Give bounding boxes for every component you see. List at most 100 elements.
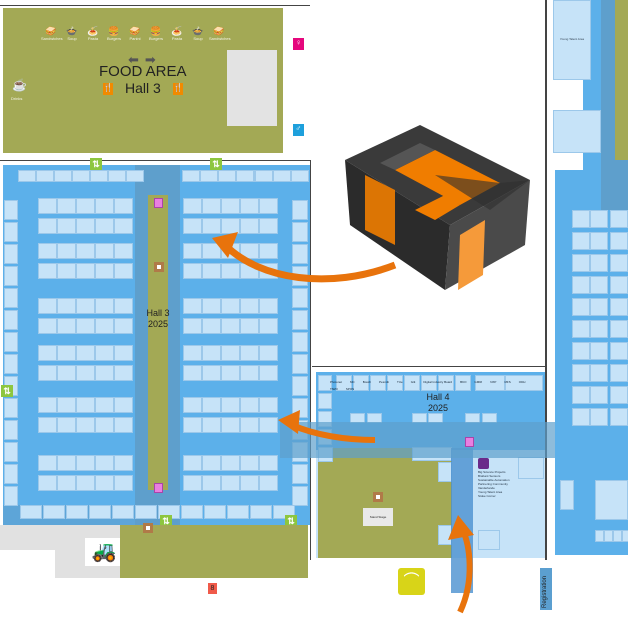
booth[interactable] bbox=[572, 254, 590, 272]
booth[interactable] bbox=[202, 198, 221, 214]
booth[interactable] bbox=[202, 318, 221, 334]
booth[interactable] bbox=[292, 464, 308, 484]
booth[interactable] bbox=[221, 397, 240, 413]
booth[interactable] bbox=[318, 375, 332, 391]
booth[interactable] bbox=[95, 218, 114, 234]
booth[interactable] bbox=[38, 318, 57, 334]
booth[interactable] bbox=[240, 345, 259, 361]
booth[interactable] bbox=[38, 345, 57, 361]
booth[interactable] bbox=[292, 354, 308, 374]
booth[interactable] bbox=[292, 310, 308, 330]
booth[interactable] bbox=[76, 243, 95, 259]
booth[interactable] bbox=[114, 455, 133, 471]
booth[interactable] bbox=[76, 365, 95, 381]
booth[interactable] bbox=[292, 332, 308, 352]
booth[interactable] bbox=[259, 345, 278, 361]
booth[interactable] bbox=[4, 398, 18, 418]
booth[interactable] bbox=[227, 505, 249, 519]
booth[interactable] bbox=[38, 298, 57, 314]
booth[interactable] bbox=[590, 364, 608, 382]
booth[interactable] bbox=[240, 298, 259, 314]
booth[interactable] bbox=[95, 417, 114, 433]
booth[interactable] bbox=[38, 243, 57, 259]
booth[interactable] bbox=[250, 505, 272, 519]
booth[interactable] bbox=[4, 420, 18, 440]
booth[interactable] bbox=[240, 198, 259, 214]
booth[interactable] bbox=[38, 365, 57, 381]
booth[interactable] bbox=[336, 375, 352, 391]
booth[interactable] bbox=[255, 170, 273, 182]
booth[interactable] bbox=[4, 310, 18, 330]
booth[interactable] bbox=[183, 298, 202, 314]
booth[interactable] bbox=[572, 232, 590, 250]
booth[interactable] bbox=[183, 198, 202, 214]
booth[interactable] bbox=[76, 318, 95, 334]
restroom-male-icon[interactable]: ♂ bbox=[293, 124, 304, 136]
booth[interactable] bbox=[387, 375, 403, 391]
elevator-icon[interactable]: ⇅ bbox=[1, 385, 13, 397]
booth[interactable] bbox=[76, 345, 95, 361]
booth[interactable] bbox=[221, 298, 240, 314]
booth[interactable] bbox=[236, 170, 254, 182]
booth[interactable] bbox=[114, 298, 133, 314]
booth[interactable] bbox=[218, 170, 236, 182]
booth[interactable] bbox=[202, 365, 221, 381]
booth[interactable] bbox=[95, 298, 114, 314]
booth[interactable] bbox=[273, 170, 291, 182]
booth[interactable] bbox=[590, 210, 608, 228]
booth[interactable] bbox=[292, 376, 308, 396]
booth[interactable] bbox=[259, 417, 278, 433]
booth[interactable] bbox=[182, 170, 200, 182]
booth[interactable] bbox=[183, 455, 202, 471]
booth[interactable] bbox=[4, 222, 18, 242]
booth[interactable] bbox=[57, 243, 76, 259]
booth[interactable] bbox=[202, 218, 221, 234]
booth[interactable] bbox=[57, 455, 76, 471]
booth[interactable] bbox=[38, 397, 57, 413]
booth[interactable] bbox=[590, 254, 608, 272]
booth[interactable] bbox=[240, 243, 259, 259]
booth[interactable] bbox=[240, 218, 259, 234]
elevator-icon[interactable]: ⇅ bbox=[210, 158, 222, 170]
elevator-icon[interactable]: ⇅ bbox=[90, 158, 102, 170]
booth[interactable] bbox=[240, 417, 259, 433]
booth[interactable] bbox=[259, 365, 278, 381]
booth[interactable] bbox=[259, 318, 278, 334]
booth[interactable] bbox=[57, 475, 76, 491]
booth[interactable] bbox=[572, 408, 590, 426]
booth[interactable] bbox=[572, 386, 590, 404]
booth[interactable] bbox=[259, 243, 278, 259]
booth[interactable] bbox=[95, 263, 114, 279]
booth[interactable] bbox=[57, 397, 76, 413]
booth[interactable] bbox=[95, 243, 114, 259]
booth[interactable] bbox=[76, 198, 95, 214]
booth[interactable] bbox=[622, 530, 628, 542]
booth[interactable] bbox=[221, 198, 240, 214]
booth[interactable] bbox=[404, 375, 420, 391]
booth[interactable] bbox=[292, 222, 308, 242]
booth[interactable] bbox=[90, 170, 108, 182]
booth[interactable] bbox=[590, 342, 608, 360]
booth[interactable] bbox=[202, 475, 221, 491]
booth[interactable] bbox=[114, 318, 133, 334]
booth[interactable] bbox=[240, 455, 259, 471]
booth[interactable] bbox=[114, 263, 133, 279]
booth[interactable] bbox=[291, 170, 309, 182]
booth[interactable] bbox=[370, 375, 386, 391]
booth[interactable] bbox=[505, 375, 543, 391]
booth[interactable] bbox=[38, 198, 57, 214]
booth[interactable] bbox=[114, 243, 133, 259]
booth[interactable] bbox=[202, 397, 221, 413]
booth[interactable] bbox=[613, 530, 622, 542]
elevator-icon[interactable]: ⇅ bbox=[285, 515, 297, 527]
booth[interactable] bbox=[76, 218, 95, 234]
booth[interactable] bbox=[590, 298, 608, 316]
booth[interactable] bbox=[318, 393, 332, 409]
booth[interactable] bbox=[604, 530, 613, 542]
booth[interactable] bbox=[57, 263, 76, 279]
booth[interactable] bbox=[4, 244, 18, 264]
booth[interactable] bbox=[95, 475, 114, 491]
booth[interactable] bbox=[38, 455, 57, 471]
booth[interactable] bbox=[259, 455, 278, 471]
booth[interactable] bbox=[95, 198, 114, 214]
